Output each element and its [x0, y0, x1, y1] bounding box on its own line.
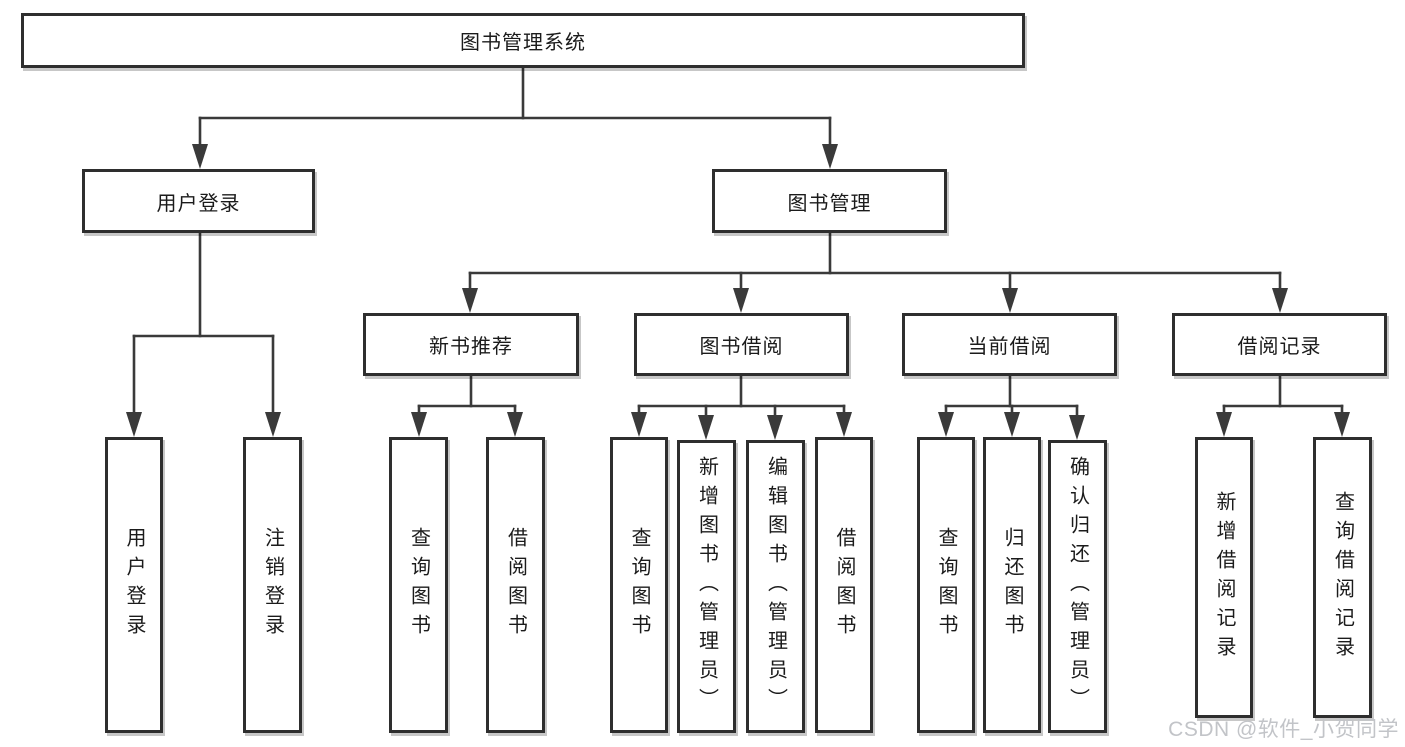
node-user-login-branch: 用户登录 — [82, 169, 315, 233]
node-book-management-branch: 图书管理 — [712, 169, 947, 233]
node-book-borrow: 图书借阅 — [634, 313, 849, 376]
leaf-borrow-edit-admin: 编辑图书（管理员） — [746, 440, 805, 733]
arrow-icon — [1216, 412, 1232, 437]
leaf-logout: 注销登录 — [243, 437, 302, 733]
leaf-current-query: 查询图书 — [917, 437, 975, 733]
node-current-borrow-label: 当前借阅 — [967, 336, 1052, 358]
node-book-management-branch-label: 图书管理 — [787, 192, 872, 215]
arrow-icon — [733, 288, 749, 313]
leaf-borrow-add-admin: 新增图书（管理员） — [677, 440, 736, 733]
arrow-icon — [265, 412, 281, 437]
leaf-newbook-query-label: 查询图书 — [407, 527, 430, 643]
leaf-borrow-query-label: 查询图书 — [628, 527, 650, 643]
leaf-records-query-label: 查询借阅记录 — [1331, 490, 1354, 665]
arrow-icon — [836, 412, 852, 437]
leaf-borrow-edit-admin-label: 编辑图书（管理员） — [764, 456, 787, 717]
leaf-newbook-borrow-label: 借阅图书 — [504, 527, 527, 643]
arrow-icon — [507, 412, 523, 437]
arrow-icon — [1334, 412, 1350, 437]
arrow-icon — [631, 412, 647, 437]
leaf-logout-label: 注销登录 — [261, 527, 284, 643]
arrow-icon — [1002, 288, 1018, 313]
node-user-login-branch-label: 用户登录 — [156, 192, 241, 215]
leaf-newbook-query: 查询图书 — [389, 437, 448, 733]
leaf-borrow-borrow-label: 借阅图书 — [833, 527, 855, 643]
leaf-borrow-borrow: 借阅图书 — [815, 437, 873, 733]
leaf-newbook-borrow: 借阅图书 — [486, 437, 545, 733]
watermark-text: CSDN @软件_小贺同学 — [1168, 718, 1399, 741]
node-new-book-recommend-label: 新书推荐 — [429, 336, 513, 358]
node-new-book-recommend: 新书推荐 — [363, 313, 579, 376]
leaf-records-query: 查询借阅记录 — [1313, 437, 1372, 718]
arrow-icon — [126, 412, 142, 437]
leaf-current-confirm-admin: 确认归还（管理员） — [1048, 440, 1107, 733]
leaf-current-return: 归还图书 — [983, 437, 1041, 733]
node-book-borrow-label: 图书借阅 — [699, 336, 784, 358]
leaf-current-return-label: 归还图书 — [1001, 527, 1023, 643]
node-current-borrow: 当前借阅 — [902, 313, 1117, 376]
arrow-icon — [192, 144, 208, 169]
arrow-icon — [1004, 412, 1020, 437]
leaf-borrow-query: 查询图书 — [610, 437, 668, 733]
leaf-current-query-label: 查询图书 — [935, 527, 957, 643]
arrow-icon — [767, 415, 783, 440]
arrow-icon — [938, 412, 954, 437]
leaf-records-add: 新增借阅记录 — [1195, 437, 1253, 718]
arrow-icon — [698, 415, 714, 440]
node-root: 图书管理系统 — [21, 13, 1025, 68]
arrow-icon — [411, 412, 427, 437]
leaf-borrow-add-admin-label: 新增图书（管理员） — [695, 456, 718, 717]
node-borrow-records-label: 借阅记录 — [1237, 336, 1322, 358]
leaf-user-login: 用户登录 — [105, 437, 163, 733]
leaf-records-add-label: 新增借阅记录 — [1213, 490, 1235, 665]
leaf-current-confirm-admin-label: 确认归还（管理员） — [1066, 456, 1089, 717]
arrow-icon — [1272, 288, 1288, 313]
node-root-label: 图书管理系统 — [460, 32, 586, 54]
node-borrow-records: 借阅记录 — [1172, 313, 1387, 376]
arrow-icon — [462, 288, 478, 313]
arrow-icon — [1069, 415, 1085, 440]
arrow-icon — [822, 144, 838, 169]
leaf-user-login-label: 用户登录 — [123, 527, 145, 643]
